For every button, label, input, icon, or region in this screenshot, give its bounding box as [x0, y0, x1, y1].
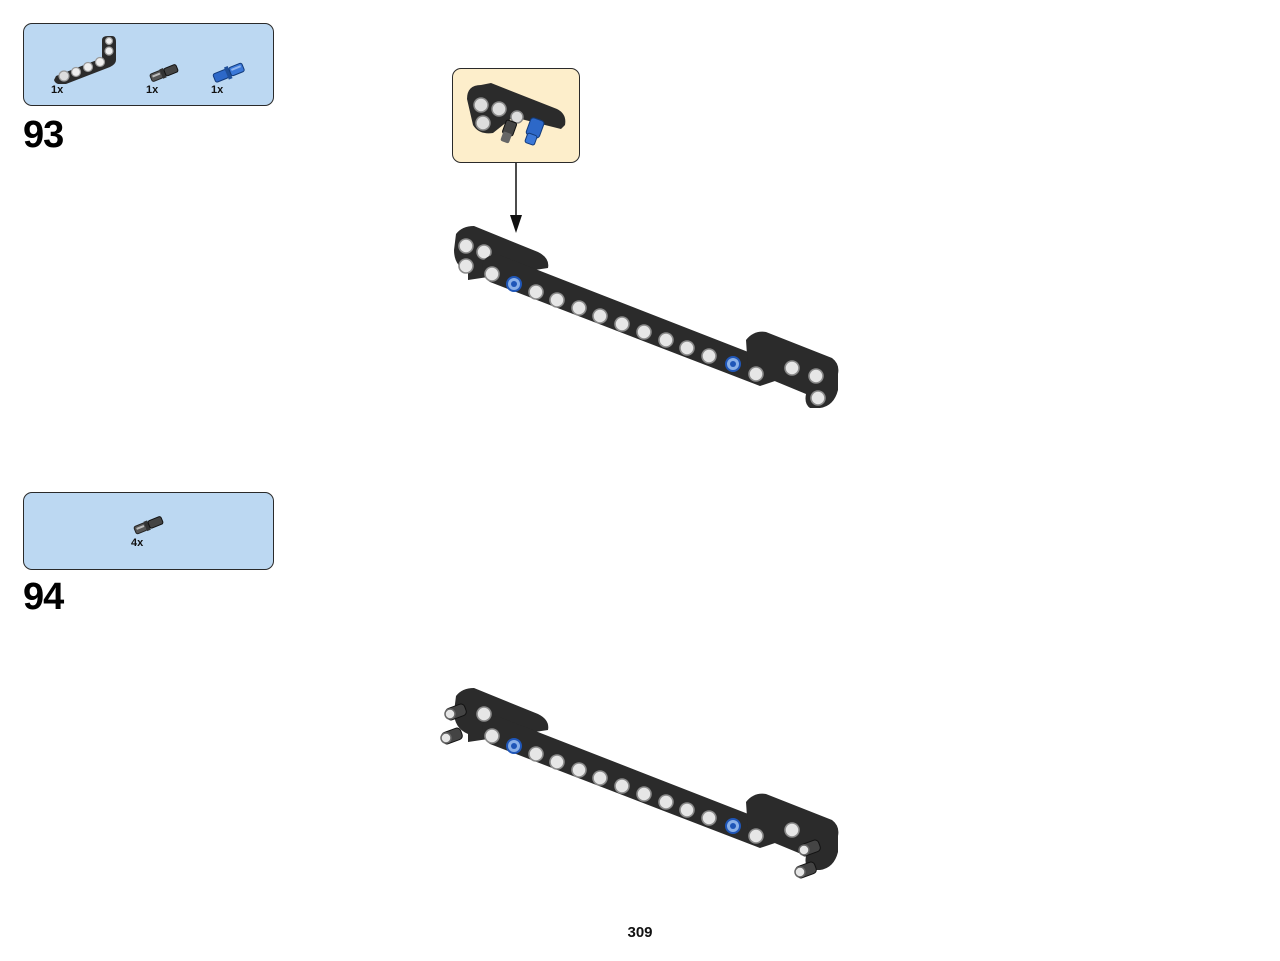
- step-93-assembly: [454, 226, 839, 408]
- step-number: 94: [23, 576, 64, 618]
- blue-axle-pin-icon: [210, 60, 248, 84]
- black-l-beam-icon: [52, 34, 118, 84]
- black-axle-pin-icon: [146, 62, 182, 84]
- quantity-label: 4x: [131, 537, 144, 549]
- quantity-label: 1x: [211, 84, 224, 96]
- parts-list-step-94: 4x: [23, 492, 274, 570]
- page-number: 309: [627, 924, 653, 941]
- parts-list-step-93: 1x 1x 1x: [23, 23, 274, 106]
- quantity-label: 1x: [146, 84, 159, 96]
- step-number: 93: [23, 114, 64, 156]
- insertion-arrow: [510, 163, 522, 233]
- sub-assembly-image: [467, 83, 566, 146]
- step-94-assembly: [440, 688, 839, 879]
- quantity-label: 1x: [51, 84, 64, 96]
- sub-assembly-callout: [452, 68, 580, 163]
- black-axle-pin-icon: [130, 513, 168, 537]
